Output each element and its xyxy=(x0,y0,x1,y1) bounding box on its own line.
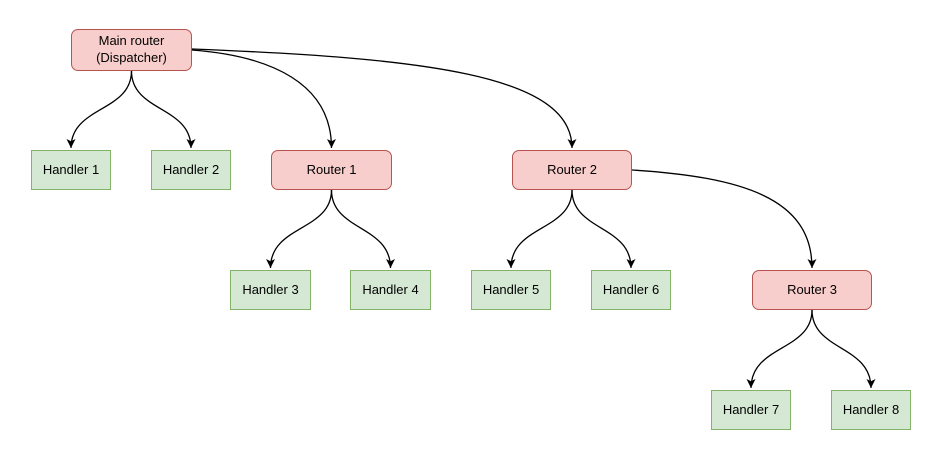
node-handler-3: Handler 3 xyxy=(230,270,311,310)
edge-router-1-to-handler-3 xyxy=(266,189,333,269)
edge-router-1-to-handler-4 xyxy=(330,189,395,269)
edge-router-3-to-handler-8 xyxy=(811,309,876,389)
edge-router-2-to-router-3 xyxy=(631,169,817,269)
edge-router-3-to-handler-7 xyxy=(746,309,813,389)
node-handler-8: Handler 8 xyxy=(831,390,911,430)
edge-main-router-to-handler-1 xyxy=(66,70,133,149)
node-handler-6: Handler 6 xyxy=(591,270,671,310)
node-main-router: Main router (Dispatcher) xyxy=(71,29,192,71)
node-handler-4: Handler 4 xyxy=(350,270,431,310)
node-handler-1: Handler 1 xyxy=(31,150,111,190)
node-router-2: Router 2 xyxy=(512,150,632,190)
edge-main-router-to-router-2 xyxy=(191,48,577,149)
node-handler-5: Handler 5 xyxy=(471,270,551,310)
edge-router-2-to-handler-5 xyxy=(506,189,573,269)
node-router-1: Router 1 xyxy=(271,150,392,190)
edge-main-router-to-router-1 xyxy=(191,49,336,149)
edge-router-2-to-handler-6 xyxy=(571,189,636,269)
edge-main-router-to-handler-2 xyxy=(130,70,196,149)
node-router-3: Router 3 xyxy=(752,270,872,310)
node-handler-2: Handler 2 xyxy=(151,150,231,190)
node-handler-7: Handler 7 xyxy=(711,390,791,430)
